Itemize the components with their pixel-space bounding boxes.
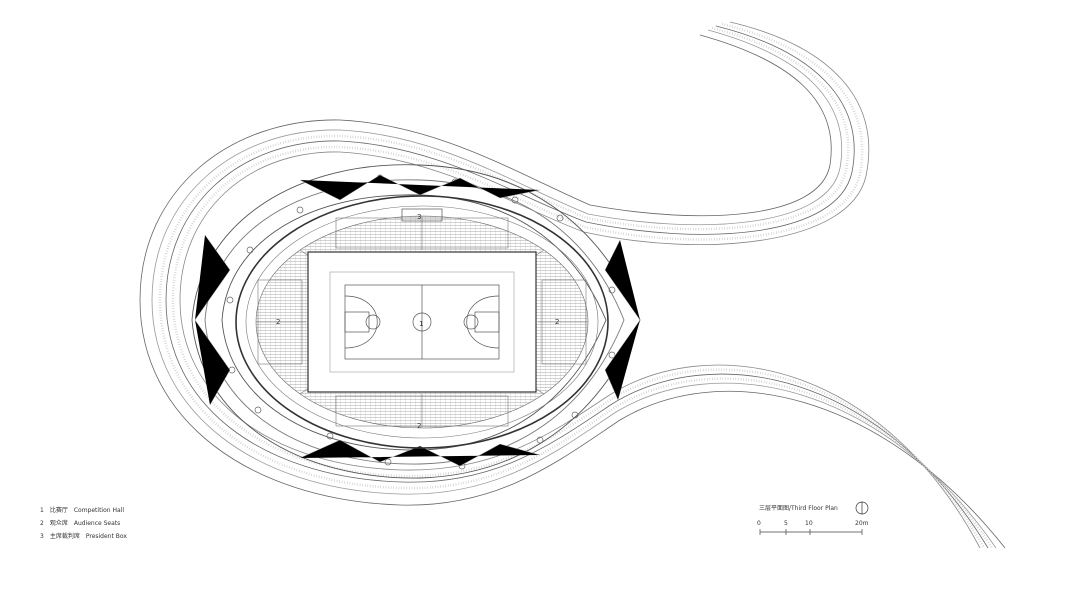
scale-tick-label: 0 — [757, 520, 761, 527]
scale-tick-label: 10 — [805, 520, 813, 527]
legend-item: 1 比赛厅 Competition Hall — [40, 504, 133, 517]
scale-tick-label: 20m — [855, 520, 869, 527]
legend-en: Audience Seats — [73, 520, 121, 527]
legend-zh: 观众席 — [49, 520, 68, 527]
structure-nodes — [226, 174, 616, 470]
label-seats-south: 2 — [417, 422, 421, 430]
legend-item: 3 主席裁判席 President Box — [40, 530, 133, 543]
label-president-box: 3 — [417, 213, 421, 221]
legend-zh: 比赛厅 — [49, 507, 68, 514]
scale-tick-label: 5 — [784, 520, 788, 527]
legend-number: 3 — [40, 533, 44, 540]
basketball-court — [344, 284, 500, 360]
plan-title: 三层平面图/Third Floor Plan — [759, 505, 838, 512]
legend-zh: 主席裁判席 — [49, 533, 80, 540]
label-competition-hall: 1 — [419, 320, 423, 328]
scale-bar — [759, 529, 863, 535]
legend-number: 2 — [40, 520, 44, 527]
legend-en: President Box — [85, 533, 127, 540]
legend-en: Competition Hall — [73, 507, 124, 514]
north-arrow-icon — [855, 501, 869, 515]
president-box — [401, 208, 443, 222]
label-seats-east: 2 — [555, 318, 559, 326]
label-seats-west: 2 — [276, 318, 280, 326]
legend-item: 2 观众席 Audience Seats — [40, 517, 133, 530]
ring-bracing — [194, 174, 641, 467]
legend-number: 1 — [40, 507, 44, 514]
